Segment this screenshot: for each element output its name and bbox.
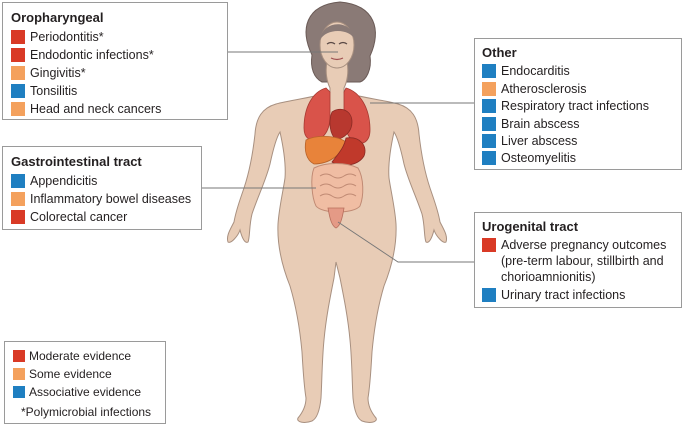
oropharyngeal-box — [2, 2, 228, 120]
urinary-tract-infections-label: Urinary tract infections — [501, 288, 626, 302]
right-lung — [303, 87, 331, 141]
adverse-pregnancy-label: Adverse pregnancy outcomes — [501, 238, 667, 252]
appendicitis-label: Appendicitis — [30, 174, 98, 188]
legend-some-label: Some evidence — [29, 367, 112, 381]
urogenital-box — [474, 212, 682, 308]
endodontic-infections-label: Endodontic infections* — [30, 48, 154, 62]
gastrointestinal-box — [2, 146, 202, 230]
atherosclerosis-evidence-marker — [482, 82, 496, 96]
respiratory-infections-label: Respiratory tract infections — [501, 99, 649, 113]
ibd-evidence-marker — [11, 192, 25, 206]
endocarditis-evidence-marker — [482, 64, 496, 78]
periodontitis-evidence-marker — [11, 30, 25, 44]
legend-box — [4, 341, 166, 424]
heart — [329, 108, 353, 141]
other-title: Other — [482, 45, 517, 60]
osteomyelitis-evidence-marker — [482, 151, 496, 165]
endocarditis-label: Endocarditis — [501, 64, 570, 78]
atherosclerosis-label: Atherosclerosis — [501, 82, 587, 96]
left-eye — [326, 41, 336, 45]
appendicitis-evidence-marker — [11, 174, 25, 188]
hair-fringe — [320, 24, 355, 40]
tonsilitis-label: Tonsilitis — [30, 84, 78, 98]
gingivitis-label: Gingivitis* — [30, 66, 86, 80]
intestines — [311, 163, 364, 213]
mouth — [330, 57, 344, 61]
periodontitis-label: Periodontitis* — [30, 30, 104, 44]
gingivitis-evidence-marker — [11, 66, 25, 80]
legend-associative-label: Associative evidence — [29, 385, 142, 399]
urogenital-title: Urogenital tract — [482, 219, 579, 234]
colorectal-cancer-evidence-marker — [11, 210, 25, 224]
osteomyelitis-label: Osteomyelitis — [501, 151, 577, 165]
face — [319, 21, 355, 69]
legend-moderate-label: Moderate evidence — [29, 349, 132, 363]
liver-abscess-evidence-marker — [482, 134, 496, 148]
adverse-pregnancy-detail-1: (pre-term labour, stillbirth and — [501, 254, 664, 268]
legend-some-marker — [13, 368, 25, 380]
legend-associative-marker — [13, 386, 25, 398]
legend-footnote: *Polymicrobial infections — [21, 405, 152, 419]
liver-abscess-label: Liver abscess — [501, 134, 578, 148]
colorectal-cancer-label: Colorectal cancer — [30, 210, 128, 224]
gastrointestinal-title: Gastrointestinal tract — [11, 154, 142, 169]
leader-urogenital — [337, 221, 475, 263]
ibd-label: Inflammatory bowel diseases — [30, 192, 192, 206]
brain-abscess-evidence-marker — [482, 117, 496, 131]
adverse-pregnancy-evidence-marker — [482, 238, 496, 252]
right-eye — [338, 41, 348, 45]
body-silhouette — [227, 61, 447, 423]
head-neck-cancers-label: Head and neck cancers — [30, 102, 162, 116]
respiratory-infections-evidence-marker — [482, 99, 496, 113]
other-box — [474, 38, 682, 170]
brain-abscess-label: Brain abscess — [501, 117, 580, 131]
adverse-pregnancy-detail-2: chorioamnionitis) — [501, 270, 596, 284]
legend-moderate-marker — [13, 350, 25, 362]
liver — [304, 136, 347, 165]
head-neck-cancers-evidence-marker — [11, 102, 25, 116]
endodontic-infections-evidence-marker — [11, 48, 25, 62]
oropharyngeal-title: Oropharyngeal — [11, 10, 104, 25]
tonsilitis-evidence-marker — [11, 84, 25, 98]
urinary-tract-infections-evidence-marker — [482, 288, 496, 302]
